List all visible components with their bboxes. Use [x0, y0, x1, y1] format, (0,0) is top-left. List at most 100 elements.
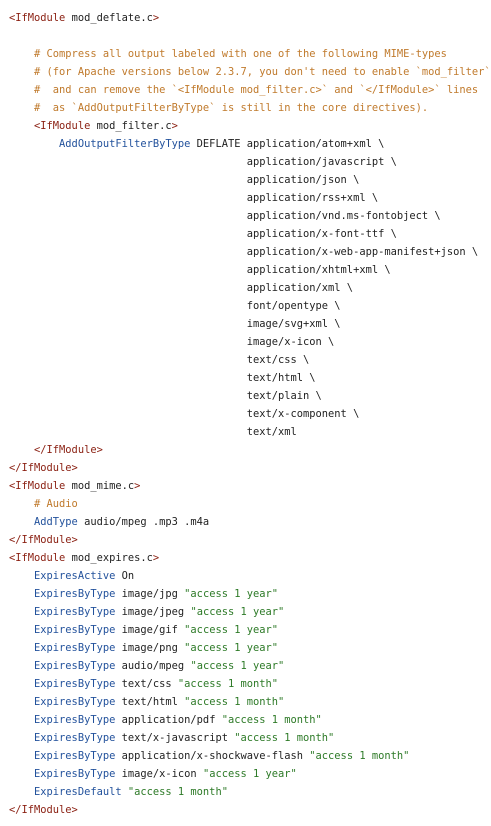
text-token: application/javascript \: [9, 156, 397, 168]
keyword-token: ExpiresByType: [9, 732, 122, 744]
code-line: application/x-web-app-manifest+json \: [9, 243, 478, 261]
keyword-token: ExpiresByType: [9, 624, 122, 636]
code-line: text/x-component \: [9, 405, 474, 423]
keyword-token: AddType: [9, 516, 85, 528]
text-token: audio/mpeg: [121, 660, 191, 672]
code-line: text/html \: [9, 369, 474, 387]
code-line: application/json \: [9, 171, 474, 189]
comment-token: # as `AddOutputFilterByType` is still in…: [9, 102, 429, 114]
text-token: mod_expires.c: [71, 552, 153, 564]
text-token: image/svg+xml \: [9, 318, 341, 330]
text-token: image/png: [121, 642, 185, 654]
keyword-token: ExpiresByType: [9, 660, 122, 672]
code-line: <IfModule mod_filter.c>: [9, 117, 474, 135]
code-line: image/svg+xml \: [9, 315, 474, 333]
text-token: mod_mime.c: [71, 480, 135, 492]
string-token: "access 1 year": [190, 606, 285, 618]
keyword-token: AddOutputFilterByType: [9, 138, 197, 150]
text-token: text/plain \: [9, 390, 322, 402]
keyword-token: ExpiresByType: [9, 714, 122, 726]
code-line: ExpiresByType application/x-shockwave-fl…: [9, 747, 474, 765]
text-token: image/gif: [121, 624, 185, 636]
tag-token: <IfModule: [9, 12, 72, 24]
code-line: </IfModule>: [9, 459, 474, 477]
code-line: ExpiresByType text/css "access 1 month": [9, 675, 474, 693]
text-token: application/x-shockwave-flash: [121, 750, 310, 762]
code-line: text/plain \: [9, 387, 474, 405]
text-token: text/x-javascript: [121, 732, 235, 744]
text-token: text/html \: [9, 372, 316, 384]
code-line: application/xhtml+xml \: [9, 261, 474, 279]
text-token: text/html: [121, 696, 185, 708]
code-line: application/vnd.ms-fontobject \: [9, 207, 474, 225]
text-token: audio/mpeg .mp3 .m4a: [84, 516, 210, 528]
keyword-token: ExpiresByType: [9, 588, 122, 600]
text-token: application/x-font-ttf \: [9, 228, 397, 240]
string-token: "access 1 year": [190, 660, 285, 672]
text-token: DEFLATE application/atom+xml \: [196, 138, 385, 150]
tag-token: <IfModule: [9, 120, 97, 132]
code-line: ExpiresByType audio/mpeg "access 1 year": [9, 657, 474, 675]
keyword-token: ExpiresDefault: [9, 786, 128, 798]
string-token: "access 1 year": [184, 588, 279, 600]
code-line: ExpiresByType text/html "access 1 month": [9, 693, 474, 711]
code-line: AddType audio/mpeg .mp3 .m4a: [9, 513, 474, 531]
code-line: # and can remove the `<IfModule mod_filt…: [9, 81, 478, 99]
text-token: mod_deflate.c: [71, 12, 153, 24]
comment-token: # (for Apache versions below 2.3.7, you …: [9, 66, 491, 78]
tag-token: </IfModule>: [9, 804, 78, 816]
code-line: # Compress all output labeled with one o…: [9, 45, 474, 63]
code-line: image/x-icon \: [9, 333, 474, 351]
code-line: # Audio: [9, 495, 474, 513]
code-line: ExpiresByType image/jpg "access 1 year": [9, 585, 474, 603]
code-line: # as `AddOutputFilterByType` is still in…: [9, 99, 474, 117]
code-line: <IfModule mod_expires.c>: [9, 549, 474, 567]
code-line: application/x-font-ttf \: [9, 225, 474, 243]
text-token: application/vnd.ms-fontobject \: [9, 210, 441, 222]
text-token: image/jpg: [121, 588, 185, 600]
text-token: text/css: [121, 678, 178, 690]
code-line: ExpiresByType text/x-javascript "access …: [9, 729, 474, 747]
code-line: ExpiresDefault "access 1 month": [9, 783, 474, 801]
tag-token: >: [152, 552, 160, 564]
text-token: image/x-icon: [121, 768, 203, 780]
code-line: <IfModule mod_deflate.c>: [9, 9, 474, 27]
text-token: text/xml: [9, 426, 297, 438]
tag-token: <IfModule: [9, 552, 72, 564]
string-token: "access 1 month": [184, 696, 285, 708]
text-token: application/xml \: [9, 282, 354, 294]
string-token: "access 1 year": [184, 642, 279, 654]
code-line: application/rss+xml \: [9, 189, 474, 207]
text-token: text/x-component \: [9, 408, 360, 420]
code-line: ExpiresByType image/x-icon "access 1 yea…: [9, 765, 474, 783]
text-token: application/xhtml+xml \: [9, 264, 391, 276]
text-token: application/rss+xml \: [9, 192, 379, 204]
code-line: application/javascript \: [9, 153, 474, 171]
tag-token: >: [171, 120, 178, 132]
keyword-token: ExpiresByType: [9, 606, 122, 618]
code-view: <IfModule mod_deflate.c> # Compress all …: [9, 9, 491, 819]
code-line: font/opentype \: [9, 297, 474, 315]
code-line: </IfModule>: [9, 801, 474, 819]
string-token: "access 1 month": [309, 750, 410, 762]
code-line: ExpiresByType image/jpeg "access 1 year": [9, 603, 474, 621]
code-line: application/xml \: [9, 279, 474, 297]
code-line: # (for Apache versions below 2.3.7, you …: [9, 63, 491, 81]
comment-token: # Compress all output labeled with one o…: [9, 48, 447, 60]
keyword-token: ExpiresByType: [9, 750, 122, 762]
text-token: image/jpeg: [121, 606, 191, 618]
text-token: application/x-web-app-manifest+json \: [9, 246, 479, 258]
code-line: ExpiresActive On: [9, 567, 474, 585]
string-token: "access 1 year": [184, 624, 279, 636]
tag-token: <IfModule: [9, 480, 72, 492]
keyword-token: ExpiresByType: [9, 642, 122, 654]
string-token: "access 1 year": [202, 768, 297, 780]
code-line: text/css \: [9, 351, 474, 369]
tag-token: >: [152, 12, 160, 24]
code-line: <IfModule mod_mime.c>: [9, 477, 474, 495]
keyword-token: ExpiresByType: [9, 696, 122, 708]
string-token: "access 1 month": [177, 678, 279, 690]
code-line: </IfModule>: [9, 531, 474, 549]
text-token: font/opentype \: [9, 300, 341, 312]
keyword-token: ExpiresByType: [9, 768, 122, 780]
